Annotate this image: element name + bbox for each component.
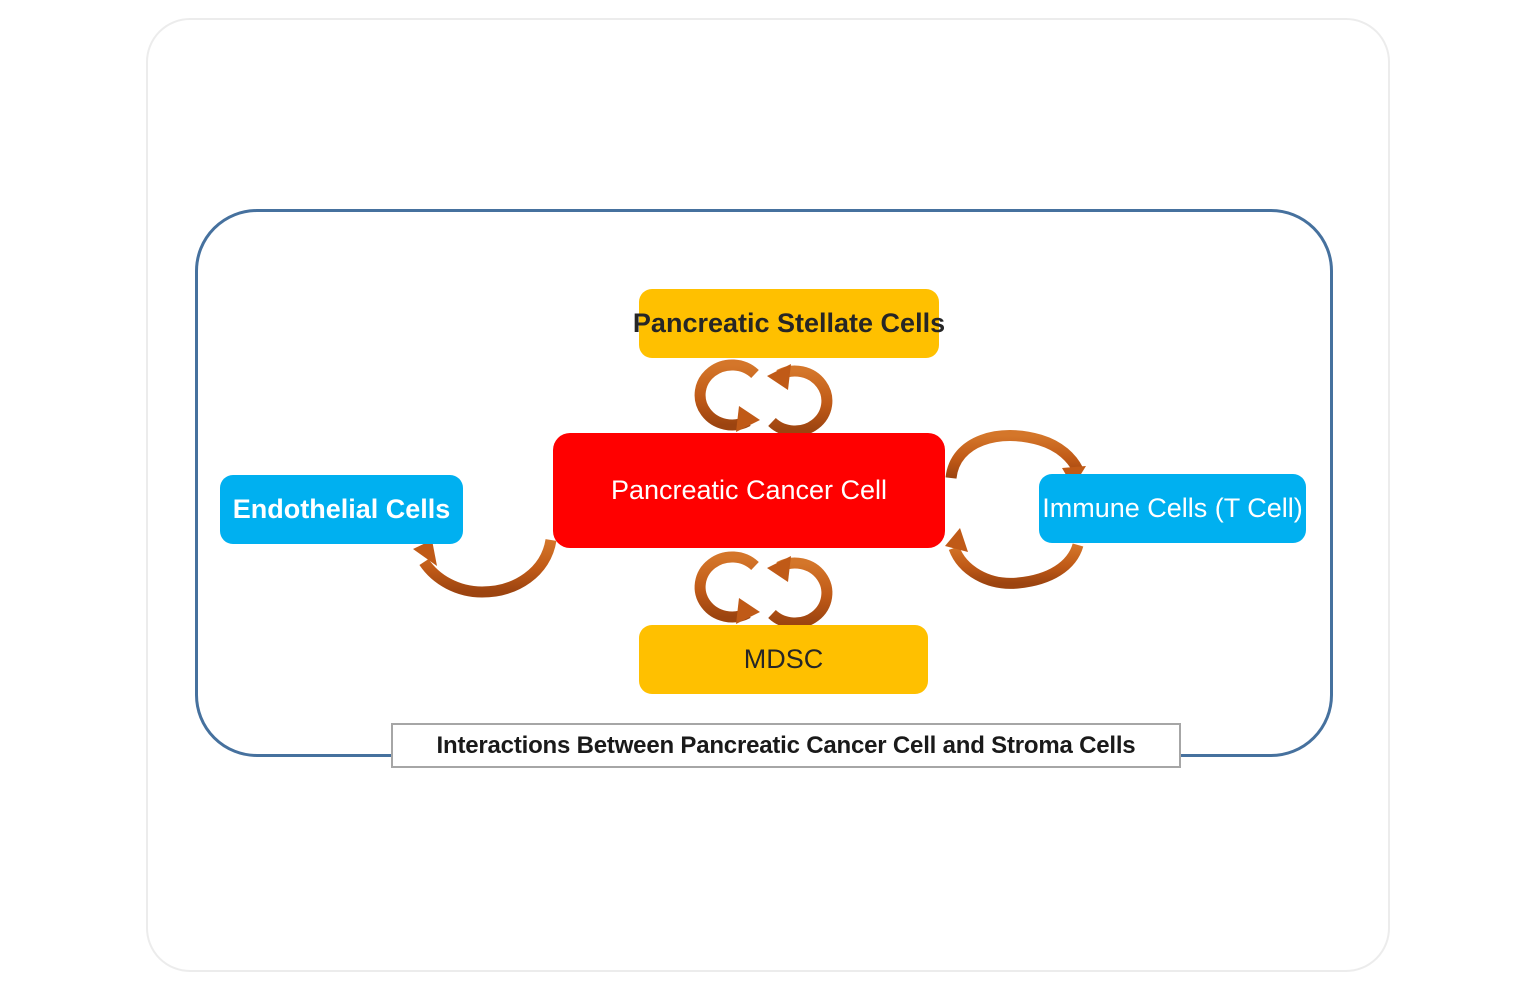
node-mdsc[interactable]: MDSC <box>639 625 928 694</box>
node-endothelial-cells[interactable]: Endothelial Cells <box>220 475 463 544</box>
node-pancreatic-stellate-cells[interactable]: Pancreatic Stellate Cells <box>633 289 945 358</box>
node-label: Pancreatic Stellate Cells <box>632 307 946 338</box>
node-pancreatic-cancer-cell[interactable]: Pancreatic Cancer Cell <box>553 433 945 548</box>
diagram-caption: Interactions Between Pancreatic Cancer C… <box>391 723 1181 768</box>
node-label: MDSC <box>743 643 824 674</box>
caption-text: Interactions Between Pancreatic Cancer C… <box>436 731 1136 759</box>
node-label: Pancreatic Cancer Cell <box>610 474 888 505</box>
node-label: Endothelial Cells <box>232 493 451 524</box>
node-immune-cells-t-cell[interactable]: Immune Cells (T Cell) <box>1039 474 1306 543</box>
node-label: Immune Cells (T Cell) <box>1042 492 1303 523</box>
